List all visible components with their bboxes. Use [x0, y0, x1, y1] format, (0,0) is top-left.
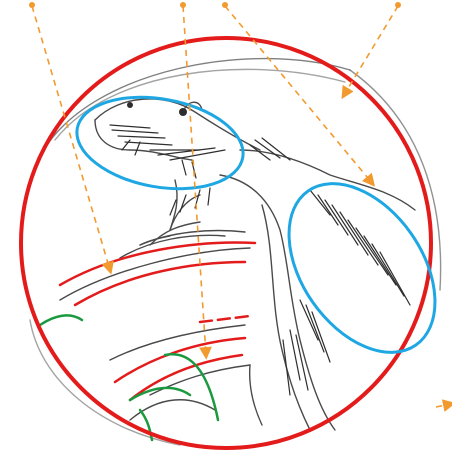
- dashed-arrow-icon: [225, 6, 372, 183]
- snake-sketch: [30, 59, 441, 445]
- snake-hatching: [110, 125, 410, 395]
- snake-eye: [179, 108, 187, 116]
- sphere-bands: [60, 242, 255, 400]
- snake-nostril: [127, 102, 133, 108]
- dashed-arrow-icon: [183, 6, 206, 355]
- dashed-arrow-icon: [32, 6, 110, 270]
- dashed-arrow-icon: [436, 404, 451, 407]
- arrow-origin-dots: [29, 2, 401, 8]
- dashed-arrow-icon: [344, 6, 398, 95]
- head-highlight-ellipse: [70, 85, 251, 201]
